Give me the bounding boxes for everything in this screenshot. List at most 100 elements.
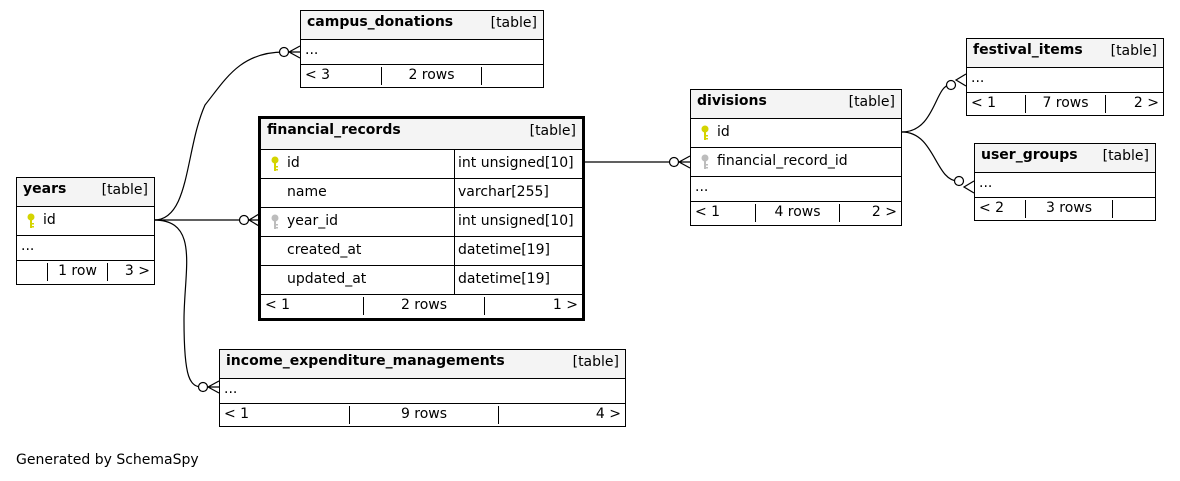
table-type: [table] <box>101 182 148 198</box>
column-name: created_at <box>287 242 362 258</box>
primary-key-icon <box>701 125 709 140</box>
footer-divider <box>484 297 485 315</box>
footer-divider <box>47 263 48 281</box>
table-user-groups[interactable]: user_groups [table] ... < 2 3 rows <box>974 143 1156 221</box>
column-name: financial_record_id <box>717 153 848 169</box>
footer-divider <box>1112 200 1113 218</box>
table-header: divisions [table] <box>691 90 901 119</box>
table-footer: < 1 4 rows 2 > <box>691 202 901 224</box>
footer-row-count: 4 rows <box>774 204 821 220</box>
column-name: year_id <box>287 213 339 229</box>
table-years[interactable]: years [table] id ... 1 row 3 > <box>16 177 155 285</box>
footer-children[interactable]: 2 > <box>1133 95 1159 111</box>
footer-parents[interactable]: < 1 <box>224 406 250 422</box>
more-columns-row: ... <box>975 173 1155 198</box>
footer-parents[interactable]: < 1 <box>971 95 997 111</box>
column-name: id <box>43 212 56 228</box>
column-divider <box>454 266 455 294</box>
table-financial-records[interactable]: financial_records [table] id int unsigne… <box>258 116 585 321</box>
footer-divider <box>481 67 482 85</box>
footer-divider <box>1025 200 1026 218</box>
table-campus-donations[interactable]: campus_donations [table] ... < 3 2 rows <box>300 10 544 88</box>
table-type: [table] <box>490 15 537 31</box>
foreign-key-icon <box>271 214 279 229</box>
column-row: year_id int unsigned[10] <box>261 208 582 237</box>
column-row: id <box>691 119 901 148</box>
primary-key-icon <box>27 213 35 228</box>
table-festival-items[interactable]: festival_items [table] ... < 1 7 rows 2 … <box>966 38 1164 116</box>
ellipsis: ... <box>305 42 319 58</box>
crowfoot-divisions <box>677 155 691 169</box>
table-income-expenditure-managements[interactable]: income_expenditure_managements [table] .… <box>219 349 626 427</box>
column-row: id int unsigned[10] <box>261 150 582 179</box>
more-columns-row: ... <box>17 236 154 261</box>
table-name: user_groups <box>981 147 1078 163</box>
table-footer: < 1 2 rows 1 > <box>261 295 582 317</box>
crowfoot-festival-items <box>954 73 967 87</box>
column-name: id <box>717 124 730 140</box>
ellipsis: ... <box>979 175 993 191</box>
crowfoot-user-groups <box>962 180 975 194</box>
column-divider <box>454 179 455 207</box>
footer-divider <box>381 67 382 85</box>
footer-children[interactable]: 4 > <box>595 406 621 422</box>
column-datatype: int unsigned[10] <box>458 213 574 229</box>
column-divider <box>454 237 455 265</box>
table-header: festival_items [table] <box>967 39 1163 68</box>
footer-divider <box>1025 95 1026 113</box>
footer-row-count: 2 rows <box>400 297 448 313</box>
ellipsis: ... <box>224 381 238 397</box>
footer-divider <box>107 263 108 281</box>
column-row: name varchar[255] <box>261 179 582 208</box>
footer-row-count: 7 rows <box>1042 95 1089 111</box>
footer-row-count: 1 row <box>58 263 97 279</box>
footer-row-count: 2 rows <box>408 67 455 83</box>
table-header: years [table] <box>17 178 154 207</box>
column-name: id <box>287 155 300 171</box>
footer-children[interactable]: 2 > <box>871 204 897 220</box>
table-header: financial_records [table] <box>261 119 582 150</box>
optional-circle-divisions <box>668 156 680 168</box>
footer-children[interactable]: 1 > <box>552 297 578 313</box>
column-divider <box>454 208 455 236</box>
more-columns-row: ... <box>220 379 625 404</box>
table-name: divisions <box>697 93 767 109</box>
optional-circle-user-groups <box>953 175 965 187</box>
footer-parents[interactable]: < 2 <box>979 200 1005 216</box>
table-type: [table] <box>1102 148 1149 164</box>
footer-parents[interactable]: < 3 <box>305 67 331 83</box>
table-name: festival_items <box>973 42 1083 58</box>
table-divisions[interactable]: divisions [table] id financial_record_id… <box>690 89 902 226</box>
footer-divider <box>839 204 840 222</box>
table-name: financial_records <box>267 122 401 138</box>
column-row: updated_at datetime[19] <box>261 266 582 295</box>
link-divisions-user-groups <box>901 131 959 182</box>
footer-children[interactable] <box>1113 198 1155 220</box>
primary-key-icon <box>271 156 279 171</box>
footer-children[interactable] <box>482 65 543 87</box>
footer-divider <box>1105 95 1106 113</box>
optional-circle-festival-items <box>945 79 957 91</box>
optional-circle-financial-records <box>238 214 250 226</box>
table-type: [table] <box>848 94 895 110</box>
column-datatype: varchar[255] <box>458 184 549 200</box>
footer-divider <box>498 406 499 424</box>
table-footer: < 1 9 rows 4 > <box>220 404 625 426</box>
link-divisions-festival-items <box>901 84 951 133</box>
crowfoot-campus-donations <box>287 45 301 59</box>
link-years-income-expenditure <box>153 219 204 388</box>
column-datatype: int unsigned[10] <box>458 155 574 171</box>
table-type: [table] <box>529 123 576 139</box>
table-name: years <box>23 181 67 197</box>
footer-parents[interactable]: < 1 <box>265 297 291 313</box>
more-columns-row: ... <box>301 40 543 65</box>
footer-divider <box>755 204 756 222</box>
footer-children[interactable]: 3 > <box>124 263 150 279</box>
crowfoot-income-expenditure <box>206 380 220 394</box>
column-name: updated_at <box>287 271 367 287</box>
column-datatype: datetime[19] <box>458 271 550 287</box>
footer-divider <box>363 297 364 315</box>
column-row: id <box>17 207 154 236</box>
footer-parents[interactable] <box>17 261 47 283</box>
footer-parents[interactable]: < 1 <box>695 204 721 220</box>
